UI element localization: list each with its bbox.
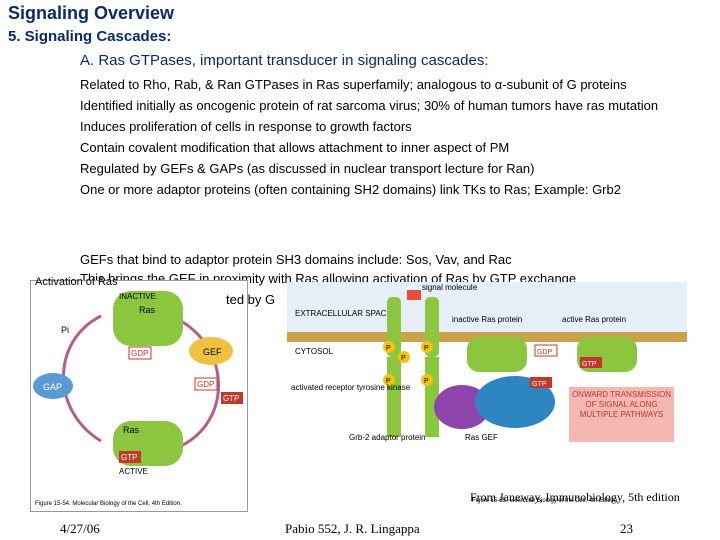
bullet-item: Identified initially as oncogenic protei…: [80, 98, 659, 113]
gtp-label: GTP: [121, 453, 137, 462]
active-ras-label: active Ras protein: [562, 315, 626, 324]
footer-date: 4/27/06: [60, 521, 100, 536]
ras-cycle-diagram: INACTIVE Ras GDP GEF GAP Pi GDP GTP Ras …: [33, 291, 243, 507]
slide-title: Signaling Overview: [8, 3, 175, 23]
pi-label: Pi: [61, 325, 69, 335]
gdp-label: GDP: [131, 349, 148, 358]
subsection-heading: A. Ras GTPases, important transducer in …: [80, 52, 489, 69]
gef-label: GEF: [203, 347, 222, 357]
gef-bullet: GEFs that bind to adaptor protein SH3 do…: [80, 252, 512, 267]
ras-gef-label: Ras GEF: [465, 433, 498, 442]
gdp-box: [128, 346, 152, 360]
figure-source: From Janeway, Immunobiology, 5th edition: [470, 490, 680, 504]
receptor-ras-diagram: EXTRACELLULAR SPACE CYTOSOL signal molec…: [287, 282, 687, 510]
inactive-ras-shape: [113, 291, 183, 346]
cytosol-label: CYTOSOL: [295, 347, 334, 356]
gtp-label: GTP: [532, 381, 547, 388]
page-number: 23: [620, 521, 633, 536]
fig1-caption: Figure 15-54. Molecular Biology of the C…: [35, 501, 182, 507]
gap-shape: [33, 373, 73, 399]
ras-cycle-figure: INACTIVE Ras GDP GEF GAP Pi GDP GTP Ras …: [30, 280, 248, 512]
bullet-list: Related to Rho, Rab, & Ran GTPases in Ra…: [55, 76, 710, 202]
gdp-out-label: GDP: [197, 380, 214, 389]
ras-label: Ras: [139, 305, 156, 315]
receptor-label: activated receptor tyrosine kinase: [291, 383, 411, 392]
gtp-label: GTP: [582, 361, 597, 368]
bullet-item: Contain covalent modification that allow…: [80, 140, 510, 155]
p-label: P: [424, 345, 429, 352]
gef-shape: [189, 337, 233, 365]
bullet-item: Induces proliferation of cells in respon…: [80, 119, 412, 134]
gdp-label: GDP: [537, 349, 553, 356]
bullet-item: Regulated by GEFs & GAPs (as discussed i…: [80, 161, 535, 176]
inactive-label: INACTIVE: [119, 292, 156, 301]
extracellular-label: EXTRACELLULAR SPACE: [295, 309, 392, 318]
grb2-label: Grb-2 adaptor protein: [349, 433, 426, 442]
ras-gef-shape: [475, 376, 555, 428]
onward-box: [569, 387, 674, 442]
gtp-in-label: GTP: [223, 394, 239, 403]
signal-molecule-label: signal molecule: [422, 283, 478, 292]
p-label: P: [401, 355, 406, 362]
fig2-caption: Figure 15-55. Molecular Biology of the C…: [472, 498, 619, 504]
p-label: P: [386, 378, 391, 385]
bullet-item: Related to Rho, Rab, & Ran GTPases in Ra…: [80, 77, 627, 92]
onward-label: ONWARD TRANSMISSION OF SIGNAL ALONG MULT…: [571, 390, 672, 419]
overlapping-tail-text: ted by G: [226, 292, 276, 307]
receptor-ras-figure: EXTRACELLULAR SPACE CYTOSOL signal molec…: [287, 282, 687, 510]
gap-label: GAP: [43, 382, 62, 392]
footer-course: Pabio 552, J. R. Lingappa: [285, 521, 420, 536]
p-label: P: [424, 378, 429, 385]
active-label: ACTIVE: [119, 467, 148, 476]
section-heading: 5. Signaling Cascades:: [8, 28, 172, 45]
grb2-shape: [434, 385, 490, 429]
bullet-item: One or more adaptor proteins (often cont…: [80, 182, 621, 197]
activation-label: Activation of Ras: [35, 276, 118, 288]
ras-active-label: Ras: [123, 425, 140, 435]
p-label: P: [386, 345, 391, 352]
inactive-ras-label: inactive Ras protein: [452, 315, 522, 324]
